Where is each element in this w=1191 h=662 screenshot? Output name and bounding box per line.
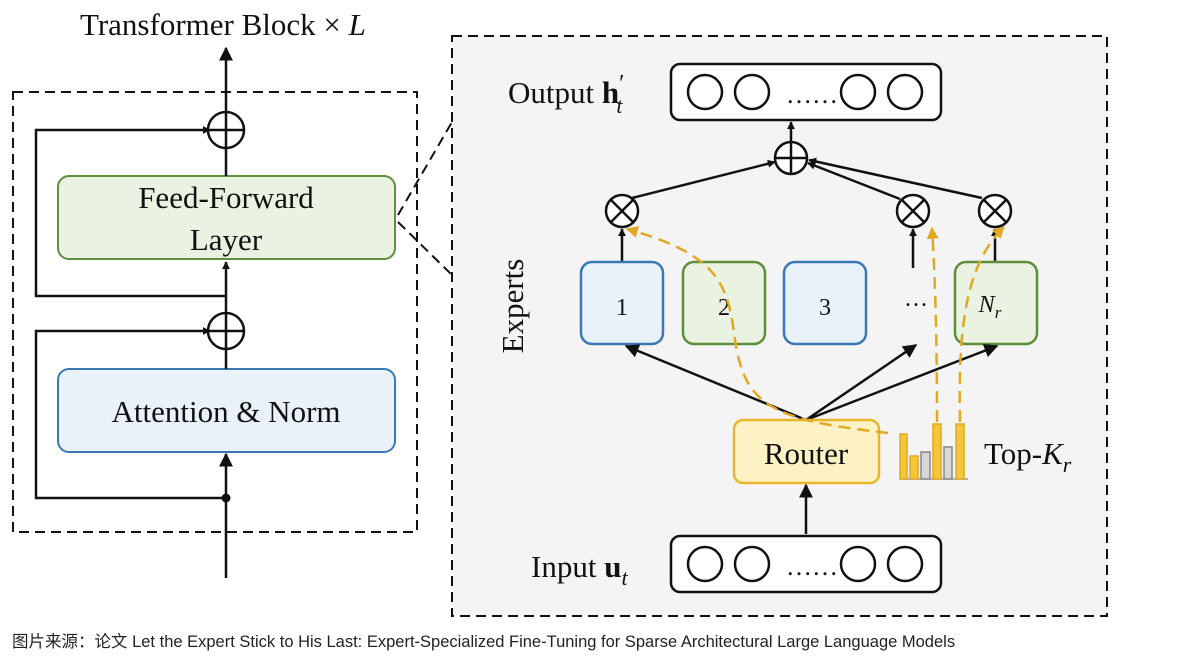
expert-2-label: 2 [718,295,730,321]
gate-path-expert1 [625,226,889,435]
input-sequence-box [669,534,943,594]
add-icon-upper [206,110,246,150]
expert-1-box [579,260,665,346]
gate-path-ellipsis [926,226,939,423]
multiply-icon-3 [977,193,1013,229]
source-caption: 图片来源：论文 Let the Expert Stick to His Last… [12,633,956,651]
input-token-1 [686,545,724,583]
add-icon-lower [206,311,246,351]
expert-3-box [782,260,868,346]
input-label: Input ut [531,549,628,590]
expert-2-box [681,260,767,346]
expert-3-label: 3 [819,295,831,321]
output-sequence-box [669,62,943,122]
feed-forward-label-line2: Layer [190,222,263,257]
input-token-2 [733,545,771,583]
multiply-icon-1 [604,193,640,229]
expert-n-box [953,260,1039,346]
output-sequence-dots: …… [786,80,838,109]
experts-label: Experts [495,259,530,354]
arrow-mult2-to-sum [807,161,901,201]
output-token-4 [886,73,924,111]
output-token-1 [686,73,724,111]
multiply-icon-2 [895,193,931,229]
arrow-mult1-to-sum [631,159,776,200]
input-token-3 [839,545,877,583]
input-sequence-dots: …… [786,552,838,581]
topk-label: Top-Kr [984,436,1072,477]
topk-histogram-icon [899,423,968,480]
output-token-3 [839,73,877,111]
arrow-router-to-ellipsis [805,343,918,422]
zoom-line-bottom [397,221,453,276]
router-label: Router [764,436,849,471]
expert-n-label: Nr [978,292,1002,322]
experts-ellipsis: … [904,286,928,312]
feed-forward-label-line1: Feed-Forward [138,180,314,215]
block-title: Transformer Block × L [80,7,366,42]
residual-connection-upper [34,126,226,298]
input-token-4 [886,545,924,583]
arrow-mult3-to-sum [808,157,983,200]
gate-path-expertN [958,226,1005,423]
expert-1-label: 1 [616,295,628,321]
zoom-line-top [397,121,453,216]
output-token-2 [733,73,771,111]
transformer-block-frame [12,91,418,533]
sum-icon [773,140,809,176]
attention-norm-label: Attention & Norm [111,394,340,429]
arrow-router-to-expertN [805,344,999,422]
residual-connection-lower [34,327,226,500]
output-label: Output h′t [508,71,624,118]
